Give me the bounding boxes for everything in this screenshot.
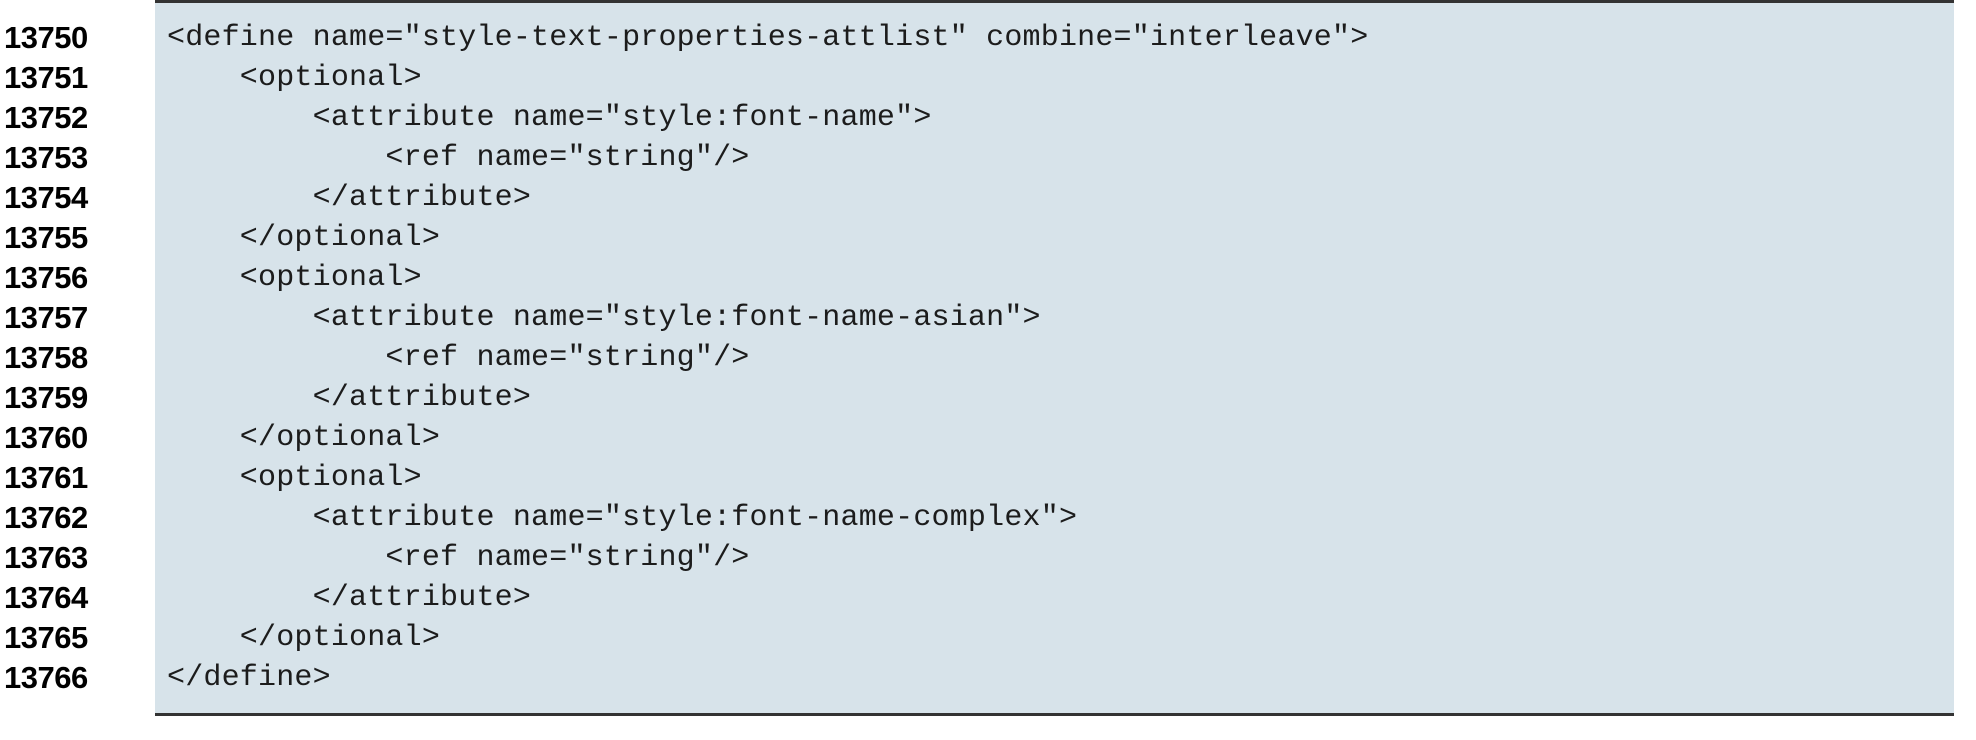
line-number: 13762 bbox=[4, 500, 88, 535]
code-line: </attribute> bbox=[167, 581, 532, 615]
line-number: 13755 bbox=[4, 220, 88, 255]
code-line: </attribute> bbox=[167, 381, 532, 415]
code-line: <ref name="string"/> bbox=[167, 541, 750, 575]
line-number: 13765 bbox=[4, 620, 88, 655]
code-line: <attribute name="style:font-name-asian"> bbox=[167, 301, 1041, 335]
line-number: 13754 bbox=[4, 180, 88, 215]
line-number: 13761 bbox=[4, 460, 88, 495]
line-number: 13764 bbox=[4, 580, 88, 615]
line-number: 13757 bbox=[4, 300, 88, 335]
code-line: <optional> bbox=[167, 261, 422, 295]
line-number: 13760 bbox=[4, 420, 88, 455]
code-line: <optional> bbox=[167, 461, 422, 495]
code-line: </optional> bbox=[167, 421, 441, 455]
line-number: 13752 bbox=[4, 100, 88, 135]
line-number: 13753 bbox=[4, 140, 88, 175]
line-number: 13763 bbox=[4, 540, 88, 575]
line-number: 13751 bbox=[4, 60, 88, 95]
code-line: <define name="style-text-properties-attl… bbox=[167, 21, 1369, 55]
code-line: <ref name="string"/> bbox=[167, 341, 750, 375]
code-line: </optional> bbox=[167, 221, 441, 255]
code-line: </define> bbox=[167, 661, 331, 695]
line-number: 13766 bbox=[4, 660, 88, 695]
code-line: </optional> bbox=[167, 621, 441, 655]
line-number: 13758 bbox=[4, 340, 88, 375]
code-block: <define name="style-text-properties-attl… bbox=[155, 0, 1954, 716]
code-line: </attribute> bbox=[167, 181, 532, 215]
line-number: 13756 bbox=[4, 260, 88, 295]
code-line: <attribute name="style:font-name-complex… bbox=[167, 501, 1078, 535]
code-line: <ref name="string"/> bbox=[167, 141, 750, 175]
line-number-gutter: 13750 13751 13752 13753 13754 13755 1375… bbox=[0, 0, 155, 698]
line-number: 13750 bbox=[4, 20, 88, 55]
line-number: 13759 bbox=[4, 380, 88, 415]
code-line: <optional> bbox=[167, 61, 422, 95]
code-line: <attribute name="style:font-name"> bbox=[167, 101, 932, 135]
